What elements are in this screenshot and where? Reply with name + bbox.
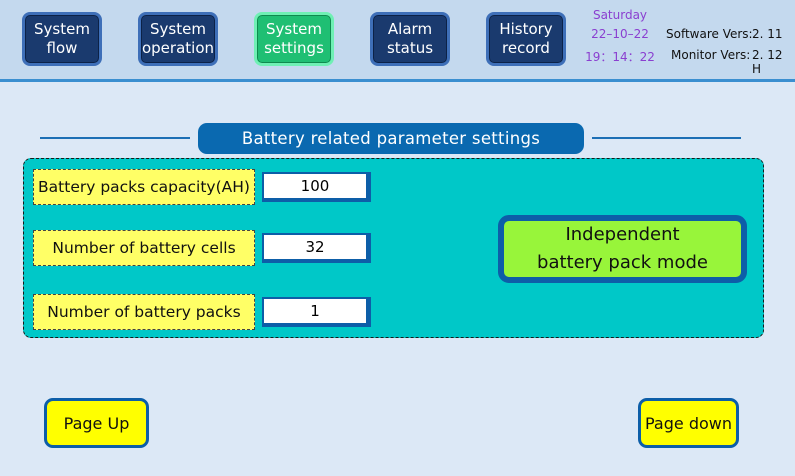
page-up-button[interactable]: Page Up (44, 398, 149, 448)
software-version-label: Software Vers: (666, 27, 753, 41)
battery-cells-input[interactable]: 32 (262, 233, 371, 263)
battery-capacity-input[interactable]: 100 (262, 172, 371, 202)
page-down-button[interactable]: Page down (638, 398, 739, 448)
section-title: Battery related parameter settings (198, 123, 584, 154)
nav-system-settings-button[interactable]: System settings (254, 12, 334, 66)
battery-packs-label: Number of battery packs (33, 294, 255, 330)
time-text: 19：14：22 (585, 50, 655, 64)
nav-system-operation-button[interactable]: System operation (138, 12, 218, 66)
battery-capacity-label: Battery packs capacity(AH) (33, 169, 255, 205)
battery-packs-input[interactable]: 1 (262, 297, 371, 327)
nav-history-record-button[interactable]: History record (486, 12, 566, 66)
nav-system-flow-button[interactable]: System flow (22, 12, 102, 66)
header-divider (0, 79, 795, 82)
date-text: 22–10–22 (591, 27, 649, 41)
monitor-version-label: Monitor Vers: (671, 48, 751, 62)
software-version-value: 2. 11 (752, 27, 783, 41)
monitor-version-value: 2. 12 H (752, 48, 783, 76)
section-rule-left (40, 137, 190, 139)
section-rule-right (592, 137, 741, 139)
battery-cells-label: Number of battery cells (33, 230, 255, 266)
independent-battery-pack-mode-button[interactable]: Independent battery pack mode (498, 215, 747, 283)
weekday-text: Saturday (592, 8, 648, 22)
nav-alarm-status-button[interactable]: Alarm status (370, 12, 450, 66)
